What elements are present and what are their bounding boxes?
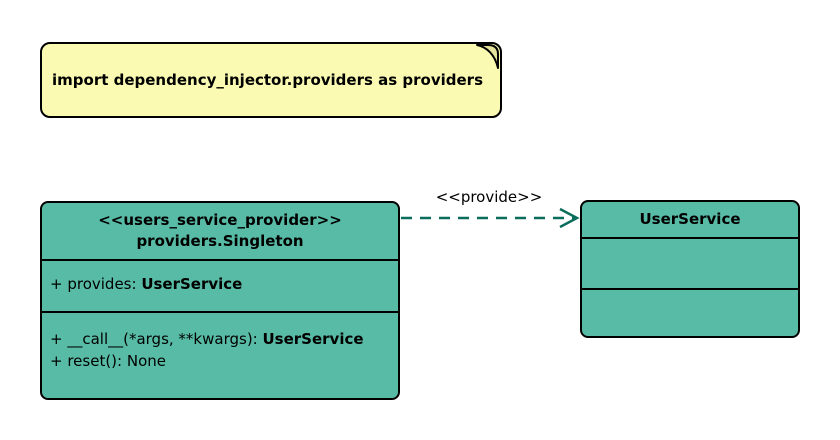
class-providers-singleton: <<users_service_provider>> providers.Sin… [40,201,400,400]
attributes-compartment: + provides: UserService [42,259,398,311]
attributes-compartment [582,237,798,288]
note-text: import dependency_injector.providers as … [52,71,484,89]
note-fold-icon [475,43,499,69]
method-return-type: UserService [262,330,364,348]
attribute-text: + provides: [50,275,142,293]
class-header: <<users_service_provider>> providers.Sin… [42,203,398,259]
methods-compartment: + __call__(*args, **kwargs): UserService… [42,311,398,398]
class-name: UserService [639,210,741,228]
attribute-provides: + provides: UserService [50,275,390,293]
method-reset: + reset(): None [50,350,390,372]
method-text: + __call__(*args, **kwargs): [50,330,263,348]
attribute-type: UserService [141,275,243,293]
class-name: providers.Singleton [136,232,304,250]
arrow-head-icon [559,207,580,229]
class-userservice: UserService [580,200,800,338]
edge-label-provide: <<provide>> [435,188,543,206]
methods-compartment [582,288,798,336]
note-import-providers: import dependency_injector.providers as … [40,42,502,118]
method-text: + reset(): None [50,352,166,370]
class-header: UserService [582,202,798,237]
class-stereotype: <<users_service_provider>> [98,211,342,229]
method-call: + __call__(*args, **kwargs): UserService [50,328,390,350]
